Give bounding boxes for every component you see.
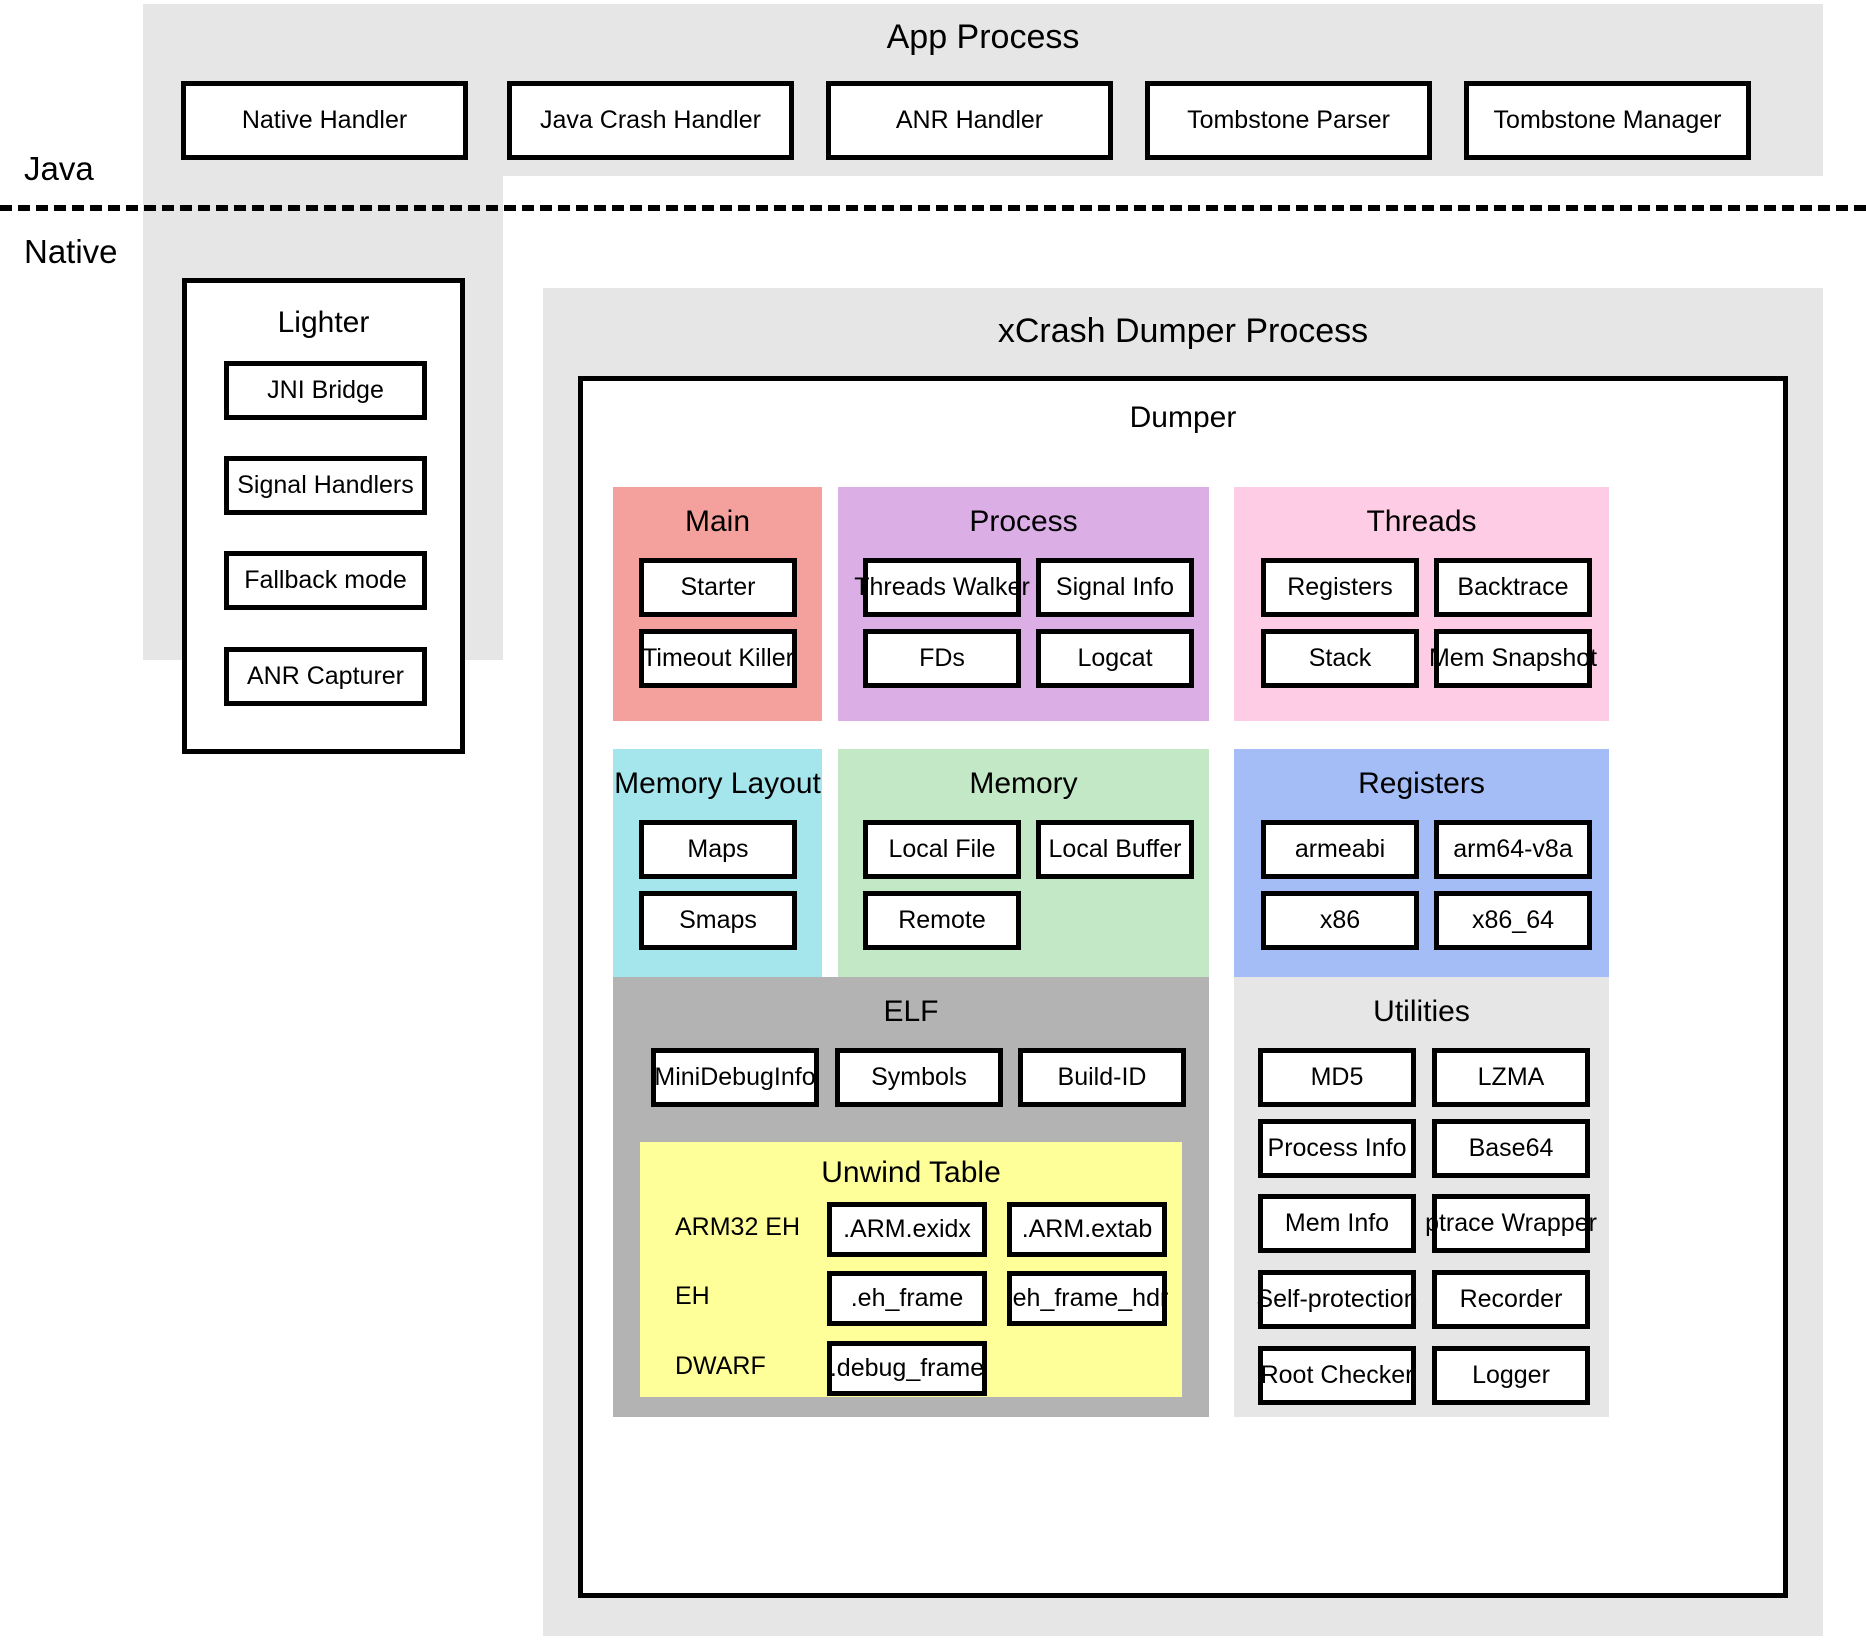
panel-memory-layout: Memory Layout Maps Smaps — [613, 749, 822, 983]
node-lzma[interactable]: LZMA — [1432, 1048, 1590, 1107]
node-fds[interactable]: FDs — [863, 629, 1021, 688]
app-process-title: App Process — [886, 18, 1080, 56]
node-base64[interactable]: Base64 — [1432, 1119, 1590, 1178]
node-local-buffer[interactable]: Local Buffer — [1036, 820, 1194, 879]
panel-registers: Registers armeabi arm64-v8a x86 x86_64 — [1234, 749, 1609, 983]
node-eh-frame[interactable]: .eh_frame — [827, 1271, 987, 1326]
node-java-crash-handler[interactable]: Java Crash Handler — [507, 81, 794, 160]
node-tombstone-manager[interactable]: Tombstone Manager — [1464, 81, 1751, 160]
node-arm-exidx[interactable]: .ARM.exidx — [827, 1202, 987, 1257]
node-thread-registers[interactable]: Registers — [1261, 558, 1419, 617]
node-timeout-killer[interactable]: Timeout Killer — [639, 629, 797, 688]
node-build-id[interactable]: Build-ID — [1018, 1048, 1186, 1107]
node-signal-info[interactable]: Signal Info — [1036, 558, 1194, 617]
node-arm-extab[interactable]: .ARM.extab — [1007, 1202, 1167, 1257]
panel-memory-title: Memory — [969, 767, 1078, 800]
node-mem-snapshot[interactable]: Mem Snapshot — [1429, 629, 1597, 688]
node-tombstone-parser[interactable]: Tombstone Parser — [1145, 81, 1432, 160]
group-dumper-title: Dumper — [1129, 401, 1237, 434]
unwind-row-label-eh: EH — [675, 1282, 710, 1310]
node-anr-capturer[interactable]: ANR Capturer — [224, 647, 427, 706]
node-minidebuginfo[interactable]: MiniDebugInfo — [651, 1048, 819, 1107]
java-native-divider — [0, 205, 1866, 211]
node-recorder[interactable]: Recorder — [1432, 1270, 1590, 1329]
node-jni-bridge[interactable]: JNI Bridge — [224, 361, 427, 420]
panel-unwind-table-title: Unwind Table — [821, 1156, 1001, 1189]
node-md5[interactable]: MD5 — [1258, 1048, 1416, 1107]
panel-process-title: Process — [969, 505, 1078, 538]
node-maps[interactable]: Maps — [639, 820, 797, 879]
panel-registers-title: Registers — [1358, 767, 1485, 800]
node-signal-handlers[interactable]: Signal Handlers — [224, 456, 427, 515]
group-xcrash-dumper-process-title: xCrash Dumper Process — [997, 312, 1369, 350]
node-self-protection[interactable]: Self-protection — [1256, 1270, 1418, 1329]
panel-main-title: Main — [684, 505, 751, 538]
panel-main: Main Starter Timeout Killer — [613, 487, 822, 721]
group-lighter: Lighter JNI Bridge Signal Handlers Fallb… — [182, 278, 465, 754]
panel-elf: ELF MiniDebugInfo Symbols Build-ID Unwin… — [613, 977, 1209, 1417]
node-symbols[interactable]: Symbols — [835, 1048, 1003, 1107]
node-x86-64[interactable]: x86_64 — [1434, 891, 1592, 950]
node-starter[interactable]: Starter — [639, 558, 797, 617]
node-process-info[interactable]: Process Info — [1258, 1119, 1416, 1178]
node-armeabi[interactable]: armeabi — [1261, 820, 1419, 879]
node-x86[interactable]: x86 — [1261, 891, 1419, 950]
lane-label-java: Java — [24, 150, 94, 187]
group-xcrash-dumper-process: xCrash Dumper Process Dumper Main Starte… — [543, 288, 1823, 1636]
node-ptrace-wrapper[interactable]: ptrace Wrapper — [1425, 1194, 1597, 1253]
panel-memory-layout-title: Memory Layout — [614, 767, 821, 800]
node-fallback-mode[interactable]: Fallback mode — [224, 551, 427, 610]
unwind-row-label-dwarf: DWARF — [675, 1352, 766, 1380]
panel-memory: Memory Local File Local Buffer Remote — [838, 749, 1209, 983]
panel-utilities: Utilities MD5 LZMA Process Info Base64 M… — [1234, 977, 1609, 1417]
group-lighter-title: Lighter — [277, 306, 370, 339]
panel-threads-title: Threads — [1366, 505, 1477, 538]
panel-elf-title: ELF — [883, 995, 939, 1028]
node-mem-info[interactable]: Mem Info — [1258, 1194, 1416, 1253]
node-arm64-v8a[interactable]: arm64-v8a — [1434, 820, 1592, 879]
node-logger[interactable]: Logger — [1432, 1346, 1590, 1405]
unwind-row-label-arm32-eh: ARM32 EH — [675, 1213, 801, 1241]
panel-process: Process Threads Walker Signal Info FDs L… — [838, 487, 1209, 721]
node-threads-walker[interactable]: Threads Walker — [854, 558, 1030, 617]
panel-unwind-table: Unwind Table ARM32 EH EH DWARF .ARM.exid… — [640, 1142, 1182, 1397]
lane-label-native: Native — [24, 233, 118, 270]
node-local-file[interactable]: Local File — [863, 820, 1021, 879]
group-dumper: Dumper Main Starter Timeout Killer Proce… — [578, 376, 1788, 1598]
node-eh-frame-hdr[interactable]: .eh_frame_hdr — [1006, 1271, 1168, 1326]
panel-utilities-title: Utilities — [1373, 995, 1470, 1028]
node-debug-frame[interactable]: .debug_frame — [827, 1341, 987, 1396]
node-smaps[interactable]: Smaps — [639, 891, 797, 950]
node-backtrace[interactable]: Backtrace — [1434, 558, 1592, 617]
node-stack[interactable]: Stack — [1261, 629, 1419, 688]
node-root-checker[interactable]: Root Checker — [1258, 1346, 1416, 1405]
node-anr-handler[interactable]: ANR Handler — [826, 81, 1113, 160]
node-logcat[interactable]: Logcat — [1036, 629, 1194, 688]
node-native-handler[interactable]: Native Handler — [181, 81, 468, 160]
panel-threads: Threads Registers Backtrace Stack Mem Sn… — [1234, 487, 1609, 721]
node-remote[interactable]: Remote — [863, 891, 1021, 950]
